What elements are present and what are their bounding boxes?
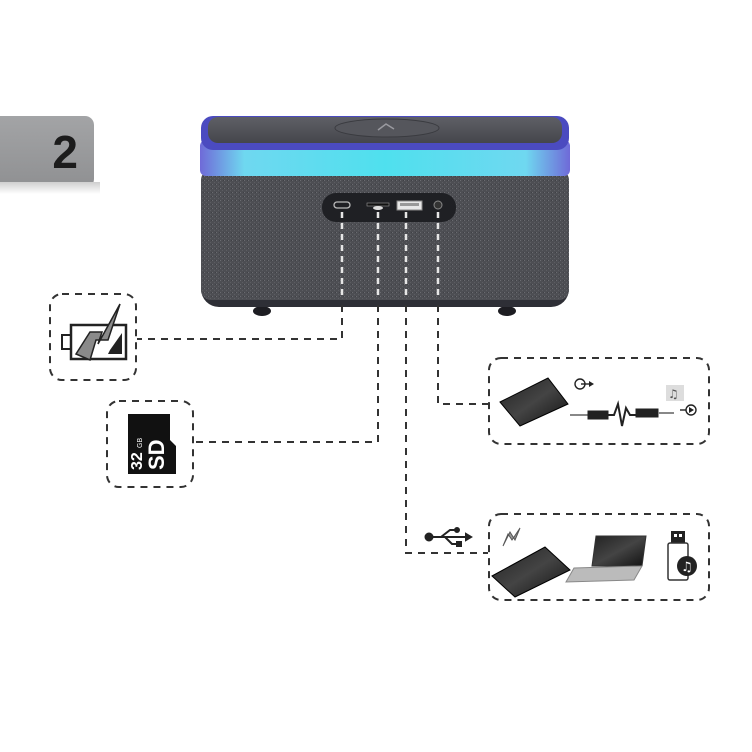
aux-cable-icon bbox=[570, 400, 674, 427]
sd-unit: GB bbox=[137, 438, 144, 448]
svg-text:♫: ♫ bbox=[668, 387, 679, 401]
aux-box bbox=[488, 357, 710, 445]
step-badge: 2 bbox=[0, 116, 94, 188]
line-sd bbox=[193, 305, 379, 443]
line-charging bbox=[137, 305, 343, 340]
speaker-fabric bbox=[201, 170, 569, 300]
lightning-icon bbox=[502, 527, 521, 547]
audio-in-icon bbox=[680, 404, 697, 416]
charging-box bbox=[49, 293, 137, 381]
speaker-foot-left bbox=[253, 306, 271, 316]
port-leads bbox=[340, 212, 440, 300]
speaker-foot-right bbox=[498, 306, 516, 316]
sd-box bbox=[106, 400, 194, 488]
sd-card-icon: 32 GB SD bbox=[128, 414, 176, 474]
tablet-icon bbox=[491, 546, 571, 598]
tablet-icon bbox=[499, 377, 569, 427]
line-aux bbox=[437, 305, 488, 405]
sd-label: SD bbox=[144, 439, 169, 470]
port-panel bbox=[322, 193, 456, 222]
connector-lines bbox=[137, 305, 488, 554]
micro-sd-slot bbox=[366, 202, 390, 207]
usb-icon bbox=[424, 527, 473, 547]
wireless-charging-pad bbox=[334, 118, 440, 138]
speaker bbox=[200, 116, 570, 316]
line-usb bbox=[405, 305, 488, 554]
step-number: 2 bbox=[52, 126, 78, 178]
usb-flash-drive-icon: ♫ bbox=[667, 531, 697, 581]
sd-capacity: 32 bbox=[129, 452, 146, 470]
music-file-icon bbox=[666, 385, 684, 401]
laptop-icon bbox=[565, 535, 647, 583]
battery-charging-icon bbox=[61, 303, 128, 362]
usb-c-port bbox=[333, 201, 351, 209]
svg-text:♫: ♫ bbox=[681, 560, 693, 575]
callout-boxes bbox=[49, 293, 710, 601]
usb-devices: ♫ bbox=[491, 527, 697, 598]
aux-jack bbox=[433, 200, 443, 210]
aux-devices: ♫ bbox=[499, 377, 697, 427]
pad-logo-icon bbox=[377, 123, 395, 131]
usb-box bbox=[488, 513, 710, 601]
music-note-icon bbox=[677, 556, 697, 576]
badge-shadow bbox=[0, 182, 100, 194]
